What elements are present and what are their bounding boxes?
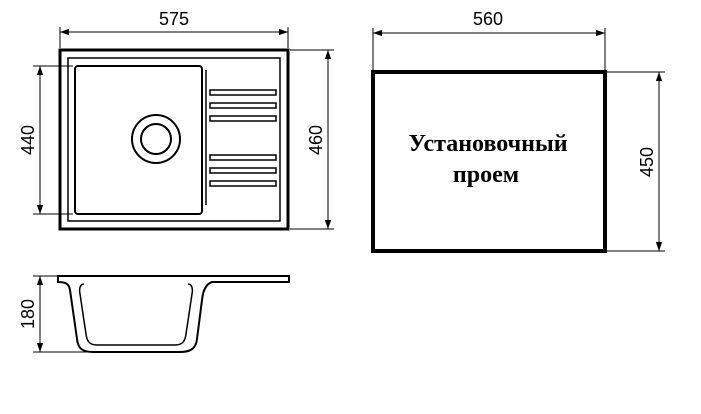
sink-inner-rim: [67, 57, 281, 222]
sink-side-profile: [57, 275, 290, 353]
dimension-sink-height: [33, 275, 95, 353]
dimension-sink-depth: [290, 49, 334, 230]
drain-outer-ring: [131, 114, 181, 164]
drainer-groove: [209, 102, 277, 109]
drainer-grooves: [209, 89, 277, 187]
dimension-label-bowl-depth: 440: [18, 125, 38, 155]
opening-label-line1: Установочный: [408, 131, 567, 157]
drainer-groove: [209, 167, 277, 174]
opening-label-line2: проем: [453, 162, 519, 188]
sink-side-view: [57, 275, 290, 353]
sink-outer-rim: [58, 48, 290, 231]
bowl-inner-profile: [78, 283, 194, 346]
dimension-label-sink-height: 180: [18, 299, 38, 329]
dimension-opening-width: [372, 28, 606, 70]
drainer-groove: [209, 115, 277, 122]
dimension-label-opening-width: 560: [473, 9, 503, 29]
sink-bowl: [74, 65, 203, 215]
drainer-groove: [209, 154, 277, 161]
drainer-groove: [209, 89, 277, 96]
dimension-bowl-depth: [33, 65, 73, 215]
drainer-groove: [209, 180, 277, 187]
dimension-opening-depth: [607, 71, 665, 252]
sink-top-view: [58, 48, 290, 231]
dimension-sink-width: [59, 27, 289, 48]
drain-hole: [140, 123, 172, 155]
dimension-label-sink-width: 575: [159, 9, 189, 29]
installation-opening: [371, 70, 607, 253]
dimension-label-opening-depth: 450: [637, 147, 657, 177]
dimension-label-sink-depth: 460: [306, 125, 326, 155]
